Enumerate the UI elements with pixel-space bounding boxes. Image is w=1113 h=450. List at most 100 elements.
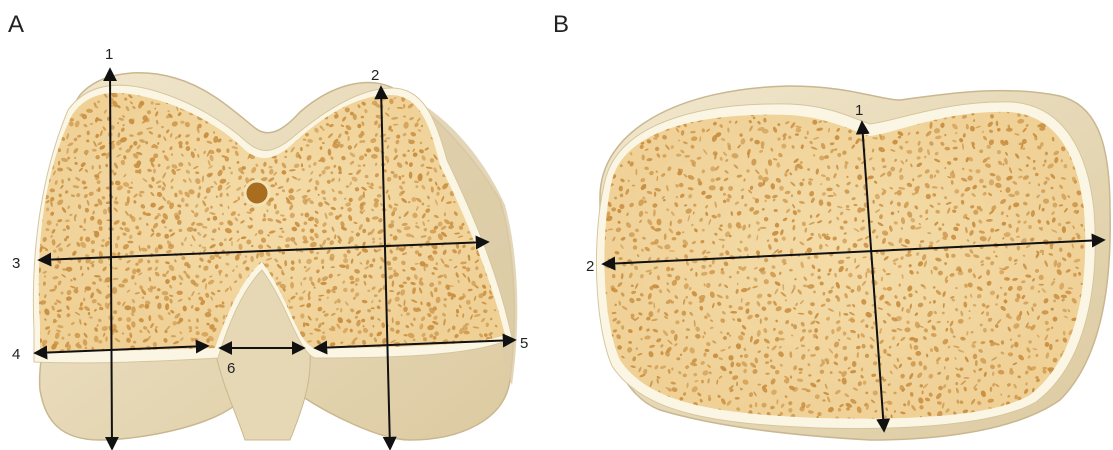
trabecular-pore xyxy=(457,83,460,88)
trabecular-pore xyxy=(502,155,507,159)
trabecular-pore xyxy=(38,114,43,121)
measure-label-a6: 6 xyxy=(227,360,235,377)
trabecular-pore xyxy=(477,133,484,139)
trabecular-pore xyxy=(631,412,637,416)
trabecular-pore xyxy=(311,90,320,99)
trabecular-pore xyxy=(1089,98,1096,105)
trabecular-pore xyxy=(497,129,504,136)
trabecular-pore xyxy=(621,393,625,395)
trabecular-pore xyxy=(487,132,491,136)
trabecular-pore xyxy=(617,111,624,118)
trabecular-pore xyxy=(235,81,240,86)
trabecular-pore xyxy=(601,369,606,374)
trabecular-pore xyxy=(1086,388,1091,395)
trabecular-pore xyxy=(43,116,48,121)
trabecular-pore xyxy=(279,117,286,124)
trabecular-pore xyxy=(28,84,31,87)
trabecular-pore xyxy=(629,402,633,408)
trabecular-pore xyxy=(512,177,515,180)
measure-label-a1: 1 xyxy=(105,46,113,63)
trabecular-pore xyxy=(1017,245,1021,250)
trabecular-pore xyxy=(488,89,491,92)
trabecular-pore xyxy=(205,312,212,317)
trabecular-pore xyxy=(35,140,41,146)
trabecular-pore xyxy=(492,160,497,165)
trabecular-pore xyxy=(459,131,465,134)
measure-label-b1: 1 xyxy=(855,102,863,119)
trabecular-pore xyxy=(590,228,592,234)
trabecular-pore xyxy=(590,114,594,119)
trabecular-pore xyxy=(495,124,500,129)
trabecular-pore xyxy=(279,81,286,87)
trabecular-pore xyxy=(625,105,630,109)
trabecular-pore xyxy=(629,122,633,127)
trabecular-pore xyxy=(25,230,33,238)
trabecular-pore xyxy=(27,326,32,330)
trabecular-pore xyxy=(408,140,415,144)
trabecular-pore xyxy=(493,139,498,144)
trabecular-pore xyxy=(40,120,47,126)
trabecular-pore xyxy=(1052,416,1058,422)
trabecular-pore xyxy=(227,88,235,95)
trabecular-pore xyxy=(26,294,31,299)
trabecular-pore xyxy=(231,102,236,107)
trabecular-pore xyxy=(648,408,650,414)
trabecular-pore xyxy=(999,270,1004,274)
trabecular-pore xyxy=(598,362,605,369)
trabecular-pore xyxy=(505,140,510,144)
trabecular-pore xyxy=(432,88,439,95)
trabecular-pore xyxy=(1081,384,1085,390)
measure-label-a3: 3 xyxy=(12,255,20,272)
trabecular-pore xyxy=(306,93,312,98)
trabecular-pore xyxy=(33,90,37,94)
trabecular-pore xyxy=(285,108,288,111)
trabecular-pore xyxy=(35,126,38,129)
trabecular-pore xyxy=(461,96,467,101)
trabecular-pore xyxy=(42,89,48,97)
trabecular-pore xyxy=(293,80,297,84)
trabecular-pore xyxy=(1035,414,1042,420)
trabecular-pore xyxy=(913,338,918,343)
trabecular-pore xyxy=(671,100,676,105)
trabecular-pore xyxy=(343,80,347,85)
trabecular-pore xyxy=(250,89,253,93)
trabecular-pore xyxy=(221,89,226,94)
trabecular-pore xyxy=(34,190,41,194)
trabecular-pore xyxy=(592,289,597,295)
trabecular-pore xyxy=(594,315,598,320)
trabecular-pore xyxy=(594,188,598,190)
trabecular-pore xyxy=(459,104,462,107)
trabecular-pore xyxy=(611,117,617,125)
trabecular-pore xyxy=(634,419,640,426)
trabecular-pore xyxy=(26,97,30,102)
trabecular-pore xyxy=(594,410,601,416)
trabecular-pore xyxy=(254,103,259,110)
trabecular-pore xyxy=(614,417,617,420)
trabecular-pore xyxy=(78,89,82,92)
trabecular-pore xyxy=(594,220,598,223)
trabecular-pore xyxy=(511,170,515,175)
trabecular-pore xyxy=(1089,412,1092,415)
trabecular-pore xyxy=(268,110,275,117)
trabecular-pore xyxy=(478,99,484,106)
trabecular-pore xyxy=(443,80,448,85)
trabecular-pore xyxy=(32,155,39,160)
trabecular-pore xyxy=(38,172,43,177)
trabecular-pore xyxy=(304,83,307,87)
femur-cross-section xyxy=(24,73,517,440)
trabecular-pore xyxy=(25,159,30,164)
trabecular-pore xyxy=(505,133,510,138)
trabecular-pore xyxy=(28,116,33,121)
trabecular-pore xyxy=(512,233,515,236)
trabecular-pore xyxy=(503,192,510,197)
trabecular-pore xyxy=(305,84,311,89)
trabecular-pore xyxy=(485,116,492,123)
trabecular-pore xyxy=(57,81,61,88)
trabecular-pore xyxy=(485,86,488,89)
trabecular-pore xyxy=(112,287,117,294)
trabecular-pore xyxy=(510,91,515,96)
trabecular-pore xyxy=(497,97,501,101)
trabecular-pore xyxy=(24,254,31,257)
trabecular-pore xyxy=(1065,419,1071,425)
